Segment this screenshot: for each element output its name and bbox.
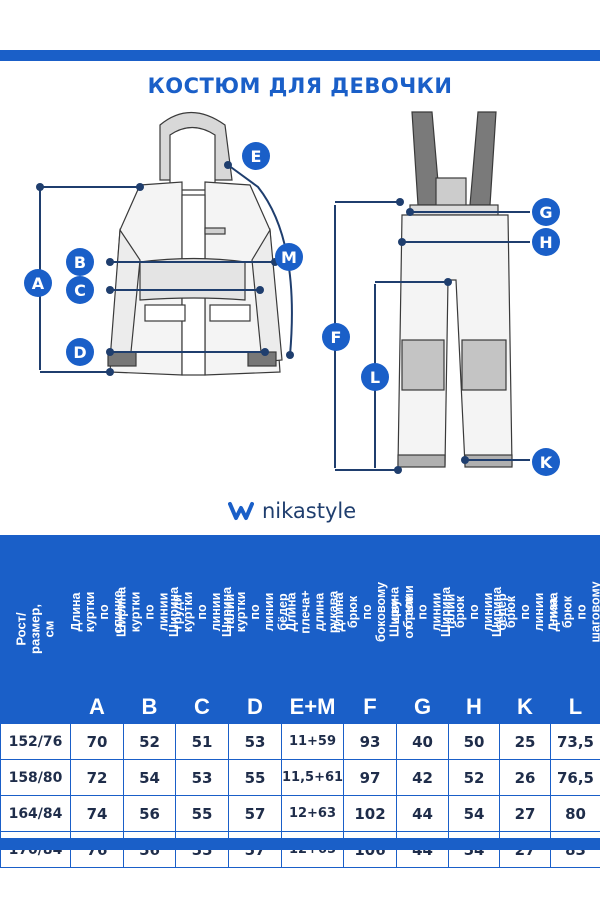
table-row: 158/80 72 54 53 55 11,5+61 97 42 52 26 7… — [0, 759, 600, 796]
table-cell: 73,5 — [550, 723, 600, 760]
table-cell: 51 — [175, 723, 229, 760]
marker-k: K — [532, 448, 560, 476]
col-letter-g: G — [396, 690, 449, 724]
marker-d: D — [66, 338, 94, 366]
overalls-illustration — [397, 111, 513, 468]
table-cell: 55 — [228, 759, 282, 796]
marker-l: L — [361, 363, 389, 391]
svg-text:G: G — [539, 203, 552, 222]
marker-m: M — [275, 243, 303, 271]
col-desc-d: Ширина куртки по линии бёдер — [220, 535, 290, 691]
top-accent-bar — [0, 50, 600, 61]
table-cell: 44 — [396, 795, 449, 832]
marker-h: H — [532, 228, 560, 256]
table-cell: 102 — [343, 795, 397, 832]
col-letter-a: A — [70, 690, 124, 724]
table-row: 164/84 74 56 55 57 12+63 102 44 54 27 80 — [0, 795, 600, 832]
table-cell: 11+59 — [281, 723, 344, 760]
svg-text:F: F — [331, 328, 342, 347]
size-cell: 164/84 — [0, 795, 71, 832]
table-cell: 76,5 — [550, 759, 600, 796]
svg-text:B: B — [74, 253, 86, 272]
corner-header: Рост/ размер, см — [0, 535, 71, 724]
marker-e: E — [242, 142, 270, 170]
marker-c: C — [66, 276, 94, 304]
table-cell: 74 — [70, 795, 124, 832]
table-cell: 53 — [175, 759, 229, 796]
svg-text:L: L — [370, 368, 380, 387]
svg-text:M: M — [281, 248, 297, 267]
table-cell: 52 — [448, 759, 500, 796]
col-letter-h: H — [448, 690, 500, 724]
table-cell: 40 — [396, 723, 449, 760]
table-cell: 70 — [70, 723, 124, 760]
svg-text:D: D — [73, 343, 86, 362]
page-title: КОСТЮМ ДЛЯ ДЕВОЧКИ — [147, 74, 453, 98]
table-cell: 56 — [123, 795, 176, 832]
table-cell: 55 — [175, 795, 229, 832]
measurement-markers: A B C D E M F L G H K — [24, 142, 560, 476]
table-cell: 42 — [396, 759, 449, 796]
table-cell: 57 — [228, 795, 282, 832]
svg-text:K: K — [540, 453, 553, 472]
table-cell: 12+63 — [281, 795, 344, 832]
table-cell: 54 — [123, 759, 176, 796]
table-cell: 72 — [70, 759, 124, 796]
table-cell: 54 — [448, 795, 500, 832]
col-desc-c: Ширина куртки по линии талии — [167, 535, 237, 691]
wave-w-icon — [228, 502, 254, 520]
table-cell: 11,5+61 — [281, 759, 344, 796]
table-cell: 26 — [499, 759, 551, 796]
table-cell: 80 — [550, 795, 600, 832]
col-letter-c: C — [175, 690, 229, 724]
table-cell: 93 — [343, 723, 397, 760]
table-row: 152/76 70 52 51 53 11+59 93 40 50 25 73,… — [0, 723, 600, 760]
table-cell: 25 — [499, 723, 551, 760]
column-letters: A B C D E+M F G H K L — [1, 690, 600, 724]
column-headers: Рост/ размер, см Длина куртки по спинке … — [0, 535, 600, 724]
brand-name: nikastyle — [262, 499, 357, 523]
svg-text:H: H — [539, 233, 552, 252]
col-desc-h: Ширина брюк по линии бёдер — [439, 535, 509, 691]
marker-g: G — [532, 198, 560, 226]
table-cell: 27 — [499, 795, 551, 832]
col-desc-f: Длина брюк по боковому шву от талии — [332, 535, 416, 691]
size-table: Рост/ размер, см Длина куртки по спинке … — [0, 535, 600, 868]
svg-text:E: E — [251, 147, 262, 166]
table-cell: 52 — [123, 723, 176, 760]
col-desc-k: Ширина брюк по линии низа — [490, 535, 560, 691]
table-cell: 53 — [228, 723, 282, 760]
col-letter-b: B — [123, 690, 176, 724]
col-desc-g: Ширина брюк по линии талии — [388, 535, 458, 691]
brand-logo: nikastyle — [228, 496, 356, 526]
size-cell: 152/76 — [0, 723, 71, 760]
table-cell: 50 — [448, 723, 500, 760]
col-letter-l: L — [550, 690, 600, 724]
size-cell: 158/80 — [0, 759, 71, 796]
col-letter-em: E+M — [281, 690, 344, 724]
bottom-accent-bar — [0, 838, 600, 850]
svg-text:C: C — [74, 281, 86, 300]
table-cell: 97 — [343, 759, 397, 796]
col-letter-d: D — [228, 690, 282, 724]
garment-diagram: A B C D E M F L G H K — [24, 111, 560, 476]
marker-b: B — [66, 248, 94, 276]
marker-a: A — [24, 269, 52, 297]
col-desc-a: Длина куртки по спинке — [69, 535, 125, 691]
col-letter-f: F — [343, 690, 397, 724]
col-desc-l: Длина брюк по шаговому шву — [547, 535, 600, 691]
col-letter-k: K — [499, 690, 551, 724]
marker-f: F — [322, 323, 350, 351]
svg-text:A: A — [32, 274, 45, 293]
col-desc-b: Ширина куртки по линии груди — [115, 535, 185, 691]
